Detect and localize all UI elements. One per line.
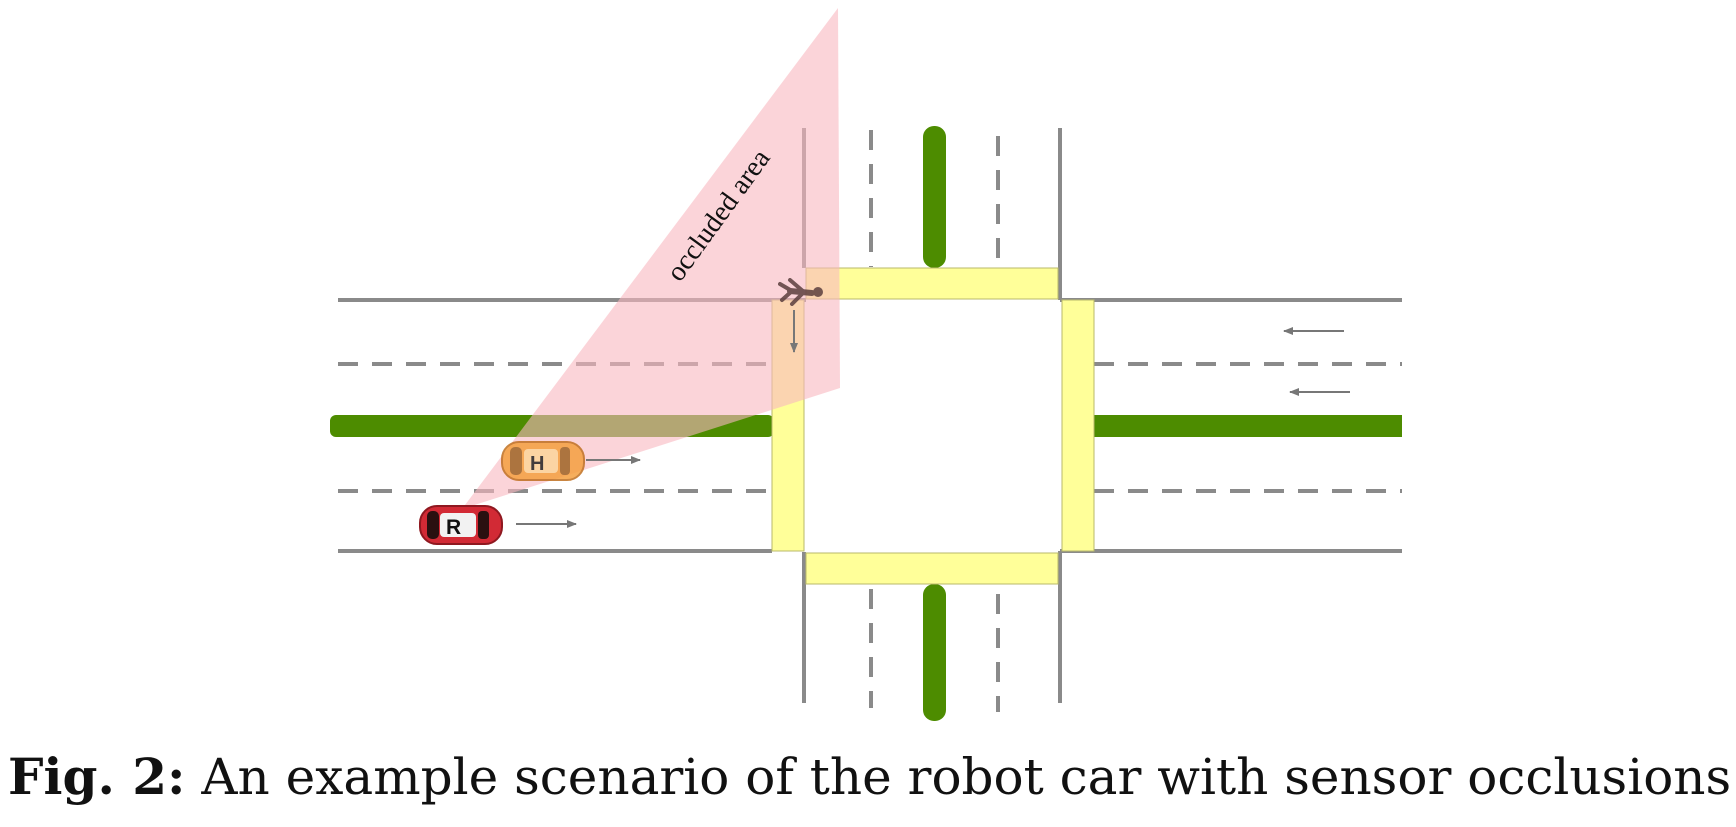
human-car-icon: H xyxy=(501,441,585,481)
traffic-arrows xyxy=(516,327,1350,528)
east-median xyxy=(1094,415,1402,437)
east-crosswalk xyxy=(1061,299,1095,552)
human-car-label: H xyxy=(530,453,544,475)
figure-label: Fig. 2: xyxy=(8,747,186,806)
south-crosswalk xyxy=(805,552,1059,585)
intersection-diagram: occluded area H R xyxy=(330,8,1402,721)
north-median xyxy=(923,126,946,268)
figure-caption-text: An example scenario of the robot car wit… xyxy=(201,748,1732,806)
north-crosswalk xyxy=(805,267,1059,300)
figure-caption: Fig. 2: An example scenario of the robot… xyxy=(8,752,1731,803)
robot-car-icon: R xyxy=(419,505,503,545)
south-median xyxy=(923,584,946,721)
medians xyxy=(330,126,1402,721)
lane-lines xyxy=(338,130,1402,712)
occluded-area xyxy=(462,8,840,509)
robot-car-label: R xyxy=(446,516,461,539)
pedestrian-icon xyxy=(778,278,823,306)
